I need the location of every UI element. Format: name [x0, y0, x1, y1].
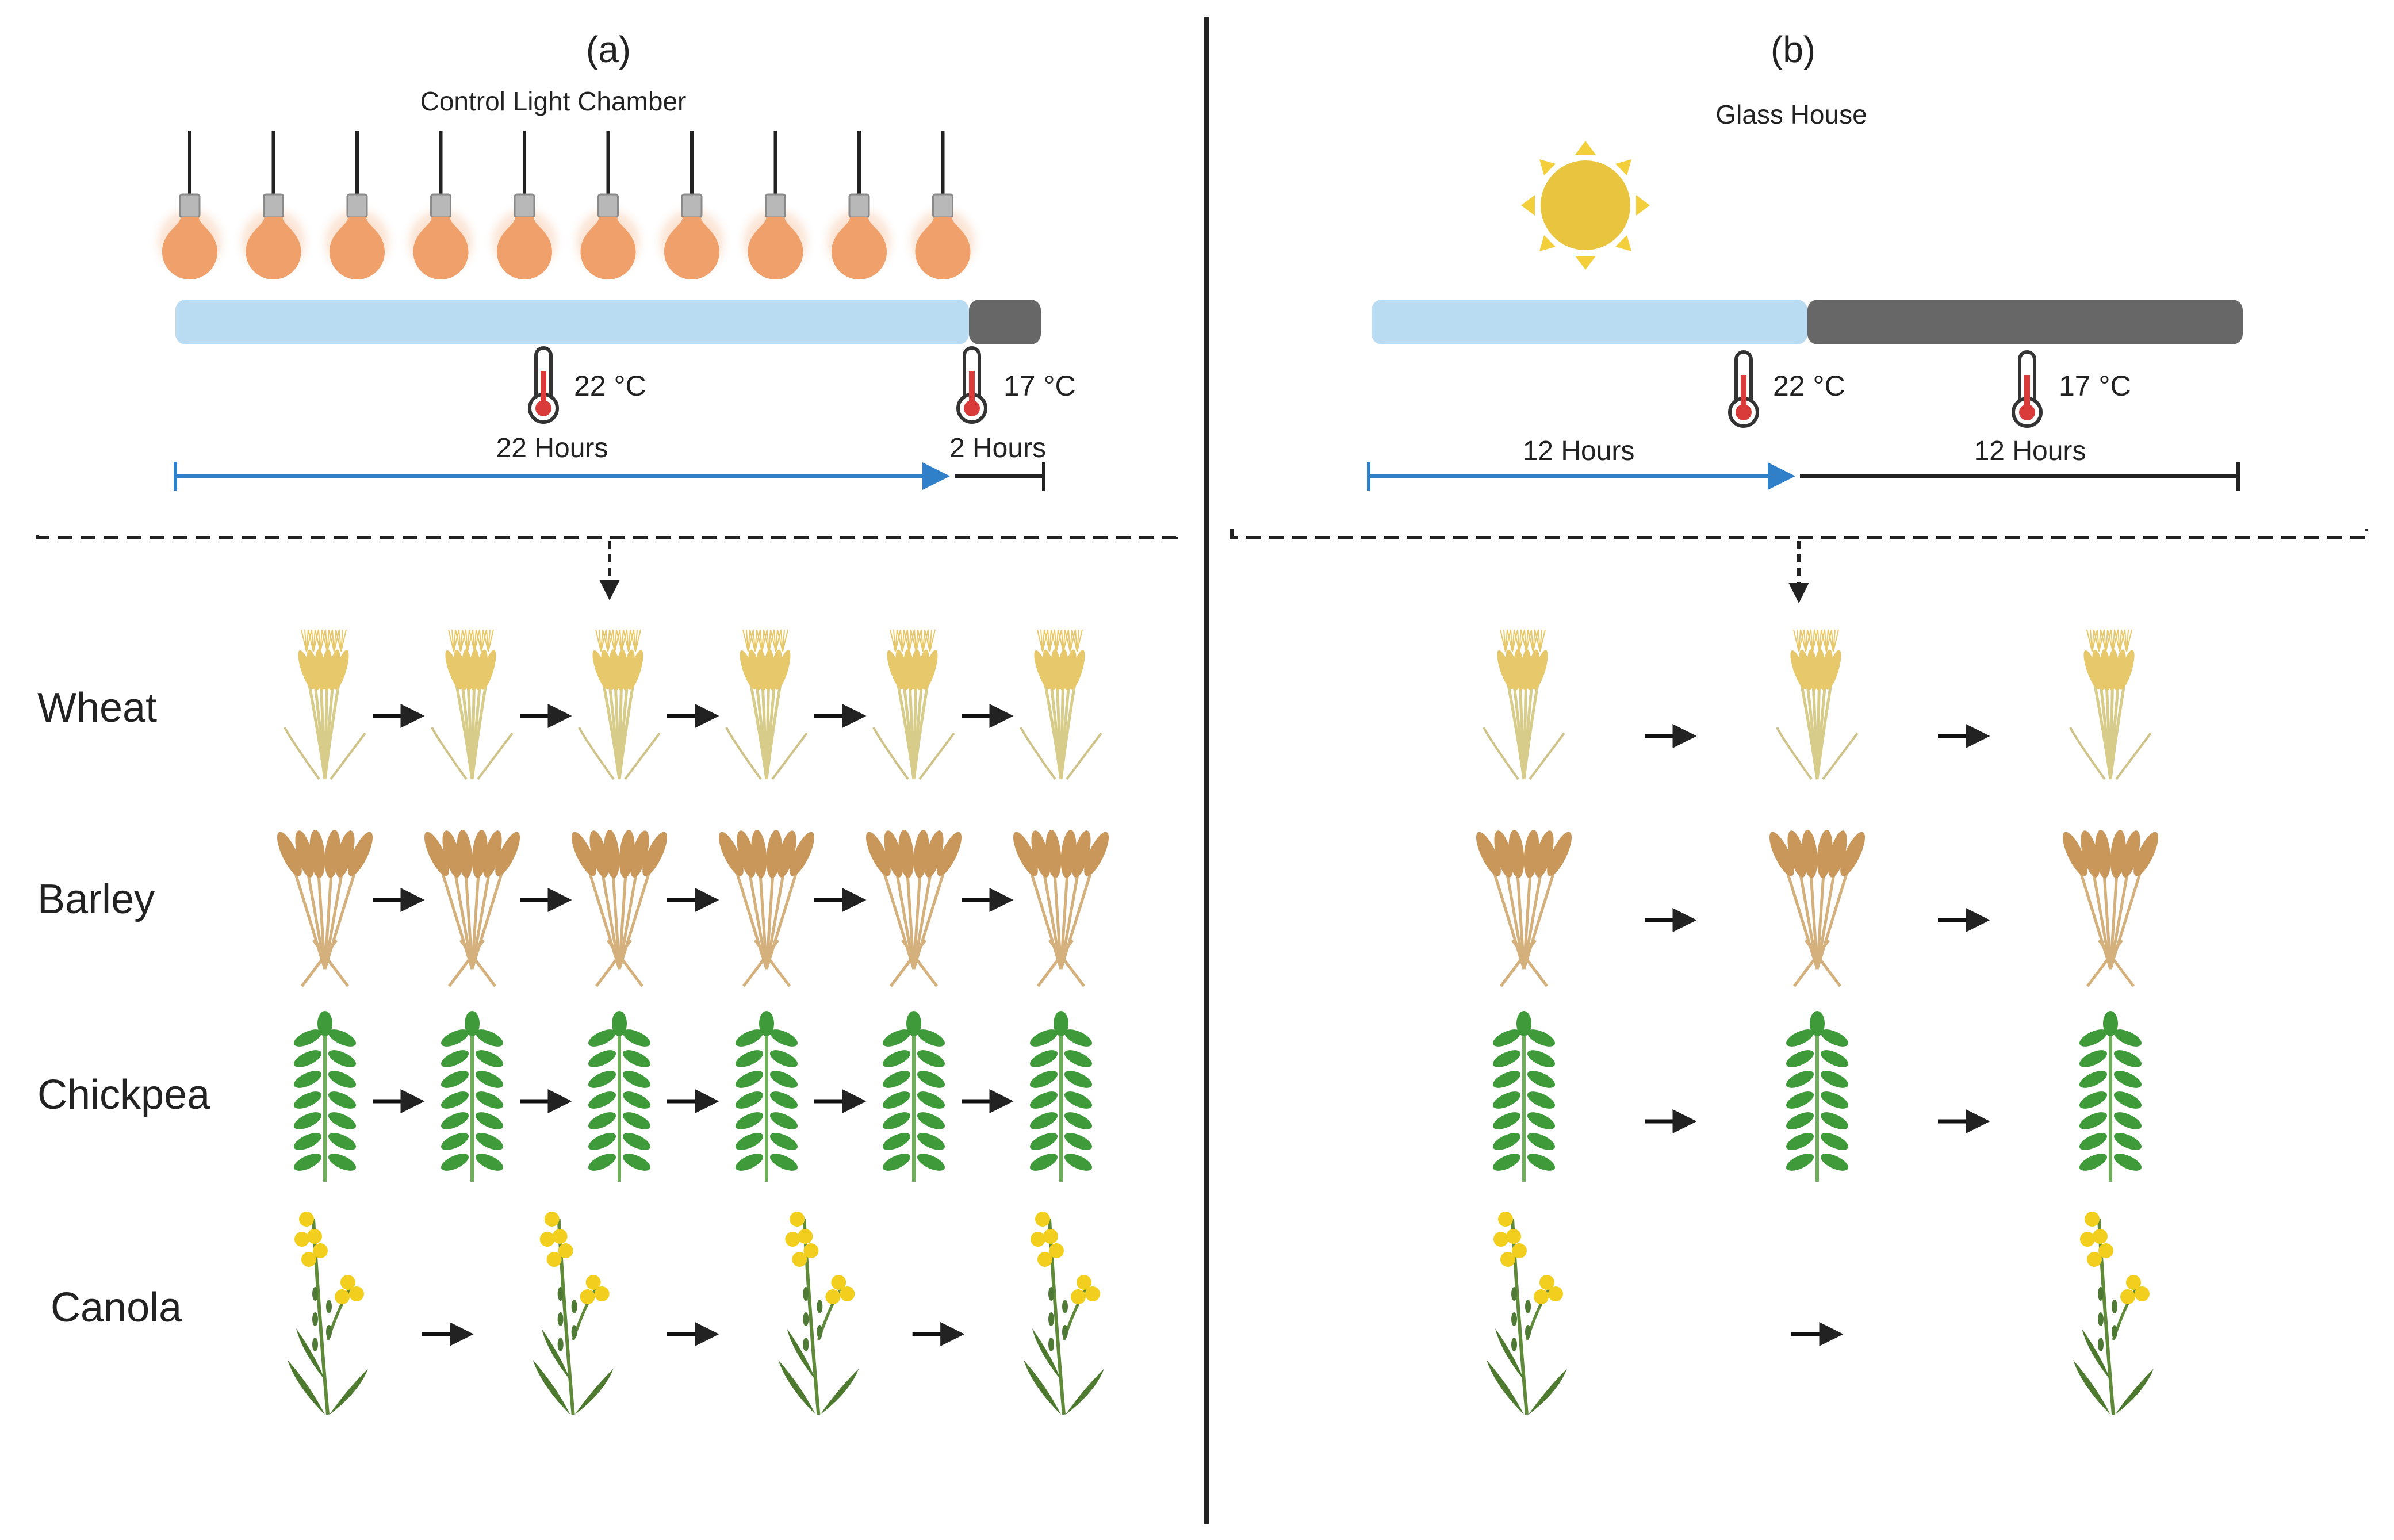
barley-plant-icon: [1013, 830, 1109, 987]
panel-b: (b) Glass House 22 °C: [1230, 29, 2368, 603]
chamber-day-temp: 22 °C: [574, 370, 646, 402]
wheat-plant-icon: [1020, 629, 1102, 780]
barley-plant-icon: [718, 830, 815, 987]
chamber-day-bar: [175, 300, 969, 344]
wheat-plant-icon: [431, 629, 514, 780]
sun-icon: [1521, 141, 1650, 270]
wheat-plant-icon: [1776, 629, 1859, 780]
crop-label-wheat: Wheat: [37, 685, 157, 731]
glasshouse-night-temp: 17 °C: [2059, 370, 2131, 402]
crop-label-chickpea: Chickpea: [37, 1072, 210, 1118]
light-bulb-icon: [148, 131, 231, 283]
light-bulb-icon: [734, 131, 817, 283]
panel-a-title: Control Light Chamber: [420, 86, 687, 116]
panel-b-title: Glass House: [1715, 99, 1867, 129]
chamber-day-duration: 22 Hours: [496, 433, 608, 463]
chamber-night-temp: 17 °C: [1003, 370, 1076, 402]
glasshouse-night-duration: 12 Hours: [1974, 436, 2086, 466]
glasshouse-dashed-bracket: [1230, 529, 2368, 539]
thermometer-icon: [1728, 350, 1759, 428]
light-bulb-row: [148, 131, 985, 283]
chickpea-plant-icon: [882, 1011, 945, 1182]
wheat-plant-icon: [725, 629, 808, 780]
wheat-plant-icon: [578, 629, 661, 780]
light-bulb-icon: [901, 131, 985, 283]
chamber-dashed-bracket: [36, 529, 1178, 539]
moon-icon: [2039, 166, 2081, 248]
barley-plant-icon: [424, 830, 520, 987]
moon-icon: [979, 161, 1021, 244]
glasshouse-day-duration: 12 Hours: [1523, 436, 1635, 466]
chickpea-plant-icon: [441, 1011, 504, 1182]
panel-a-label: (a): [586, 29, 631, 70]
canola-plant-icon: [778, 1212, 859, 1415]
canola-plant-icon: [2073, 1212, 2154, 1415]
canola-plant-icon: [288, 1212, 368, 1415]
barley-plant-icon: [2062, 830, 2159, 987]
light-bulb-icon: [399, 131, 482, 283]
light-bulb-icon: [566, 131, 650, 283]
light-bulb-icon: [483, 131, 566, 283]
wheat-plant-icon: [2069, 629, 2152, 780]
crop-rows: [277, 629, 2159, 1415]
light-bulb-icon: [232, 131, 315, 283]
crop-label-barley: Barley: [37, 876, 155, 922]
barley-plant-icon: [1476, 830, 1572, 987]
wheat-plant-icon: [1483, 629, 1565, 780]
wheat-plant-icon: [284, 629, 366, 780]
wheat-plant-icon: [872, 629, 955, 780]
chickpea-plant-icon: [293, 1011, 357, 1182]
chickpea-plant-icon: [1492, 1011, 1556, 1182]
thermometer-icon: [2012, 350, 2043, 428]
barley-plant-icon: [277, 830, 373, 987]
canola-plant-icon: [533, 1212, 614, 1415]
chamber-night-duration: 2 Hours: [949, 433, 1046, 463]
barley-plant-icon: [865, 830, 962, 987]
light-bulb-icon: [316, 131, 399, 283]
light-bulb-icon: [650, 131, 733, 283]
chickpea-plant-icon: [588, 1011, 651, 1182]
canola-plant-icon: [1024, 1212, 1104, 1415]
barley-plant-icon: [571, 830, 668, 987]
glasshouse-day-bar: [1372, 300, 1807, 344]
glasshouse-day-temp: 22 °C: [1773, 370, 1845, 402]
chamber-night-bar: [969, 300, 1041, 344]
thermometer-icon: [528, 346, 559, 424]
panel-b-label: (b): [1771, 29, 1815, 70]
panel-a: (a) Control Light Chamber 22 °C 17 °C 22…: [36, 29, 1178, 600]
chickpea-plant-icon: [2079, 1011, 2142, 1182]
crop-label-canola: Canola: [51, 1285, 182, 1331]
thermometer-icon: [956, 346, 987, 424]
light-bulb-icon: [818, 131, 901, 283]
barley-plant-icon: [1769, 830, 1866, 987]
chickpea-plant-icon: [735, 1011, 798, 1182]
chickpea-plant-icon: [1029, 1011, 1093, 1182]
chickpea-plant-icon: [1786, 1011, 1849, 1182]
glasshouse-night-bar: [1807, 300, 2243, 344]
canola-plant-icon: [1487, 1212, 1567, 1415]
